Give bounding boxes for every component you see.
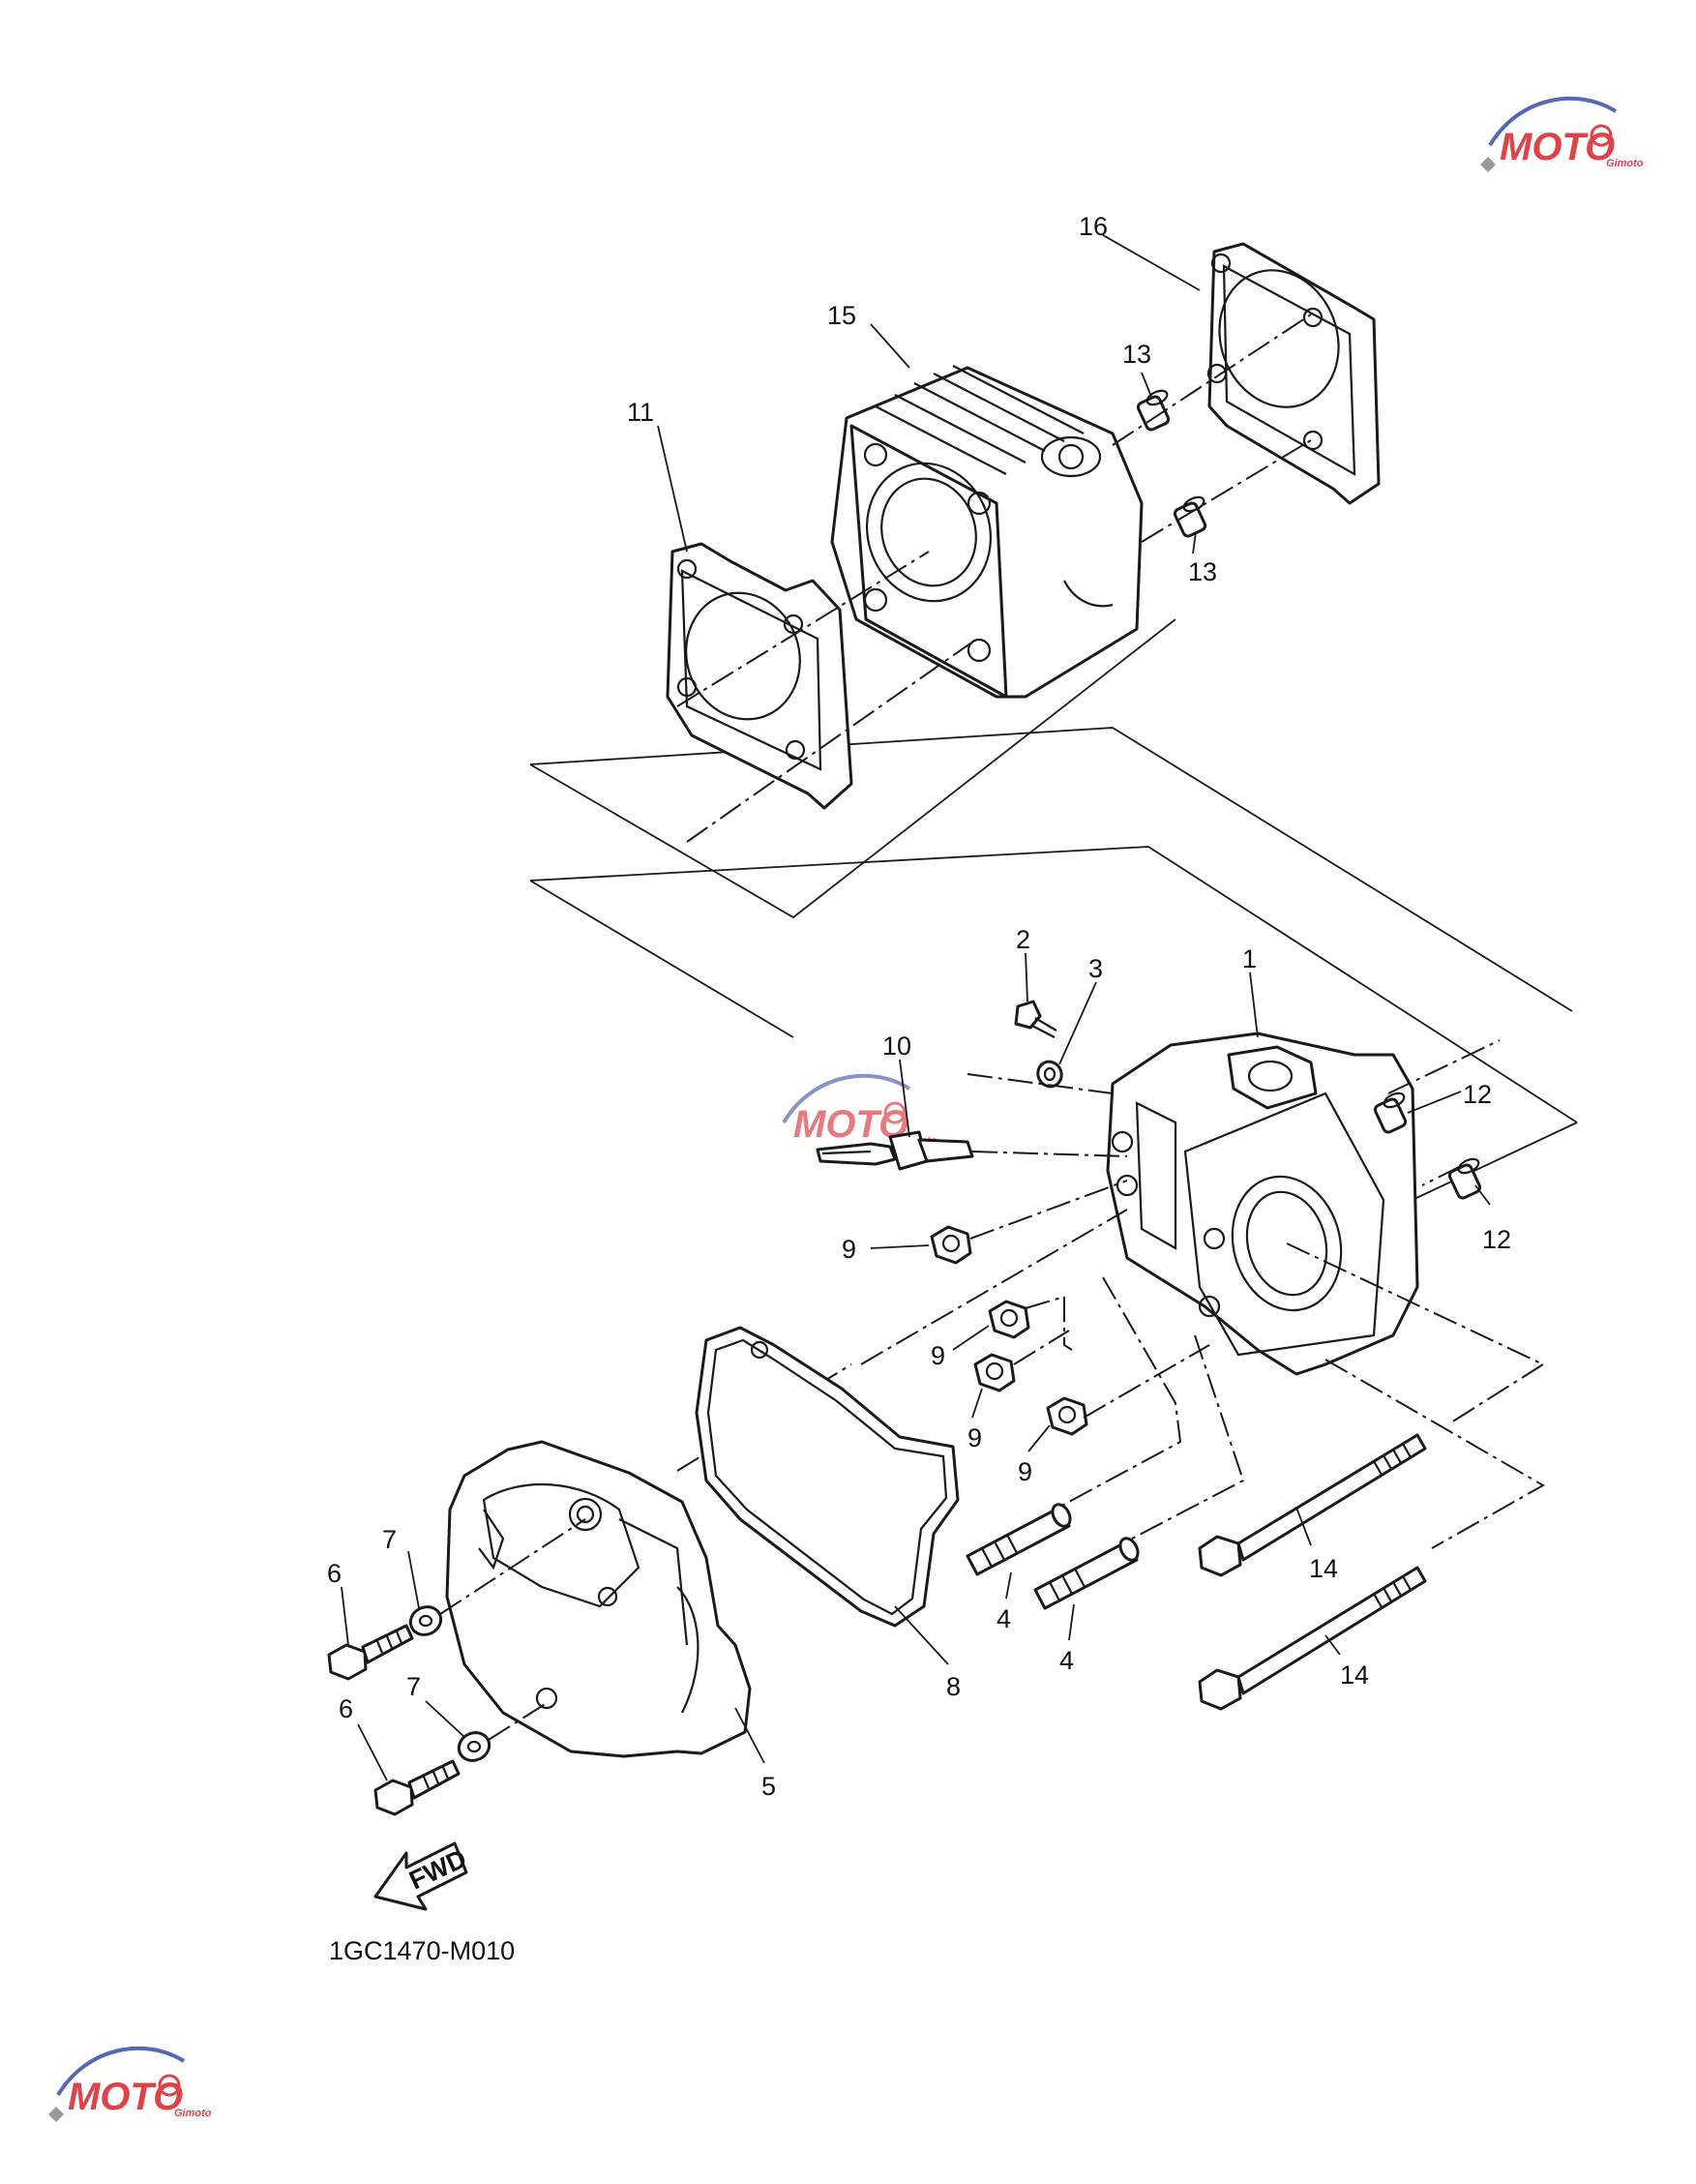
- label-part-14-upper: 14: [1309, 1554, 1338, 1583]
- part-2-bolt: [1014, 1000, 1057, 1038]
- label-part-6-upper: 6: [327, 1559, 342, 1588]
- label-part-3: 3: [1088, 954, 1103, 983]
- label-part-5: 5: [761, 1772, 776, 1801]
- label-part-7-upper: 7: [382, 1525, 397, 1554]
- part-16-cylinder-gasket: [1206, 242, 1381, 505]
- part-13-dowel-pin-lower: [1173, 495, 1207, 538]
- label-part-6-lower: 6: [339, 1694, 353, 1723]
- part-7-washer-lower: [457, 1731, 491, 1762]
- label-part-4-upper: 4: [997, 1604, 1011, 1633]
- watermark-subtext: Gimoto: [174, 2108, 212, 2119]
- watermark-logo-top-right: MOTO Gimoto: [1480, 96, 1644, 172]
- part-1-cylinder-head: [1106, 1032, 1419, 1376]
- assembly-boundary-line: [529, 846, 1578, 1123]
- label-part-13-lower: 13: [1188, 557, 1217, 586]
- label-part-16: 16: [1079, 212, 1108, 241]
- diagram-code: 1GC1470-M010: [329, 1936, 515, 1965]
- part-6-bolt-lower: [373, 1759, 461, 1816]
- part-12-dowel-pin-upper: [1373, 1092, 1408, 1134]
- label-part-10: 10: [882, 1032, 911, 1061]
- label-part-12-upper: 12: [1463, 1080, 1492, 1109]
- label-part-1: 1: [1242, 944, 1257, 973]
- label-part-4-lower: 4: [1059, 1646, 1074, 1675]
- label-part-11: 11: [627, 398, 654, 427]
- label-part-13-upper: 13: [1122, 340, 1151, 369]
- part-10-spark-plug: [816, 1130, 974, 1171]
- part-4-stud-lower: [1033, 1537, 1140, 1610]
- part-4-stud-upper: [966, 1503, 1072, 1576]
- label-part-14-lower: 14: [1340, 1660, 1369, 1690]
- part-9-nut-c: [973, 1353, 1016, 1392]
- part-9-nut-a: [930, 1225, 972, 1265]
- part-5-cylinder-head-cover: [445, 1440, 752, 1758]
- part-8-cover-gasket: [695, 1326, 960, 1628]
- assembly-boundary-line: [529, 880, 794, 1038]
- part-9-nut-d: [1046, 1396, 1088, 1436]
- part-11-head-gasket: [666, 542, 853, 810]
- label-part-8: 8: [946, 1672, 961, 1701]
- part-3-washer: [1036, 1060, 1063, 1089]
- fwd-arrow-icon: FWD: [373, 1841, 471, 1911]
- assembly-boundary-line: [529, 727, 1573, 1012]
- part-13-dowel-pin-upper: [1136, 389, 1171, 432]
- part-14-long-bolt-upper: [1198, 1433, 1427, 1577]
- label-part-9-d: 9: [1018, 1457, 1032, 1486]
- part-12-dowel-pin-lower: [1447, 1157, 1482, 1200]
- label-part-2: 2: [1016, 925, 1030, 954]
- watermark-text: MOTO: [1500, 126, 1615, 168]
- part-15-cylinder: [830, 365, 1144, 699]
- watermark-logo-bottom-left: MOTO Gimoto: [48, 2046, 212, 2122]
- assembly-boundary-line: [529, 618, 1176, 919]
- watermark-subtext: Gimoto: [1606, 158, 1644, 169]
- label-part-9-b: 9: [931, 1341, 945, 1370]
- part-14-long-bolt-lower: [1198, 1566, 1427, 1711]
- label-part-7-lower: 7: [406, 1672, 421, 1701]
- label-part-15: 15: [827, 301, 856, 330]
- watermark-text: MOTO: [68, 2076, 183, 2118]
- label-part-9-c: 9: [967, 1423, 982, 1452]
- label-part-9-a: 9: [842, 1235, 856, 1264]
- part-9-nut-b: [988, 1300, 1030, 1339]
- part-7-washer-upper: [408, 1605, 443, 1636]
- part-6-bolt-upper: [327, 1624, 414, 1681]
- label-part-12-lower: 12: [1482, 1225, 1511, 1254]
